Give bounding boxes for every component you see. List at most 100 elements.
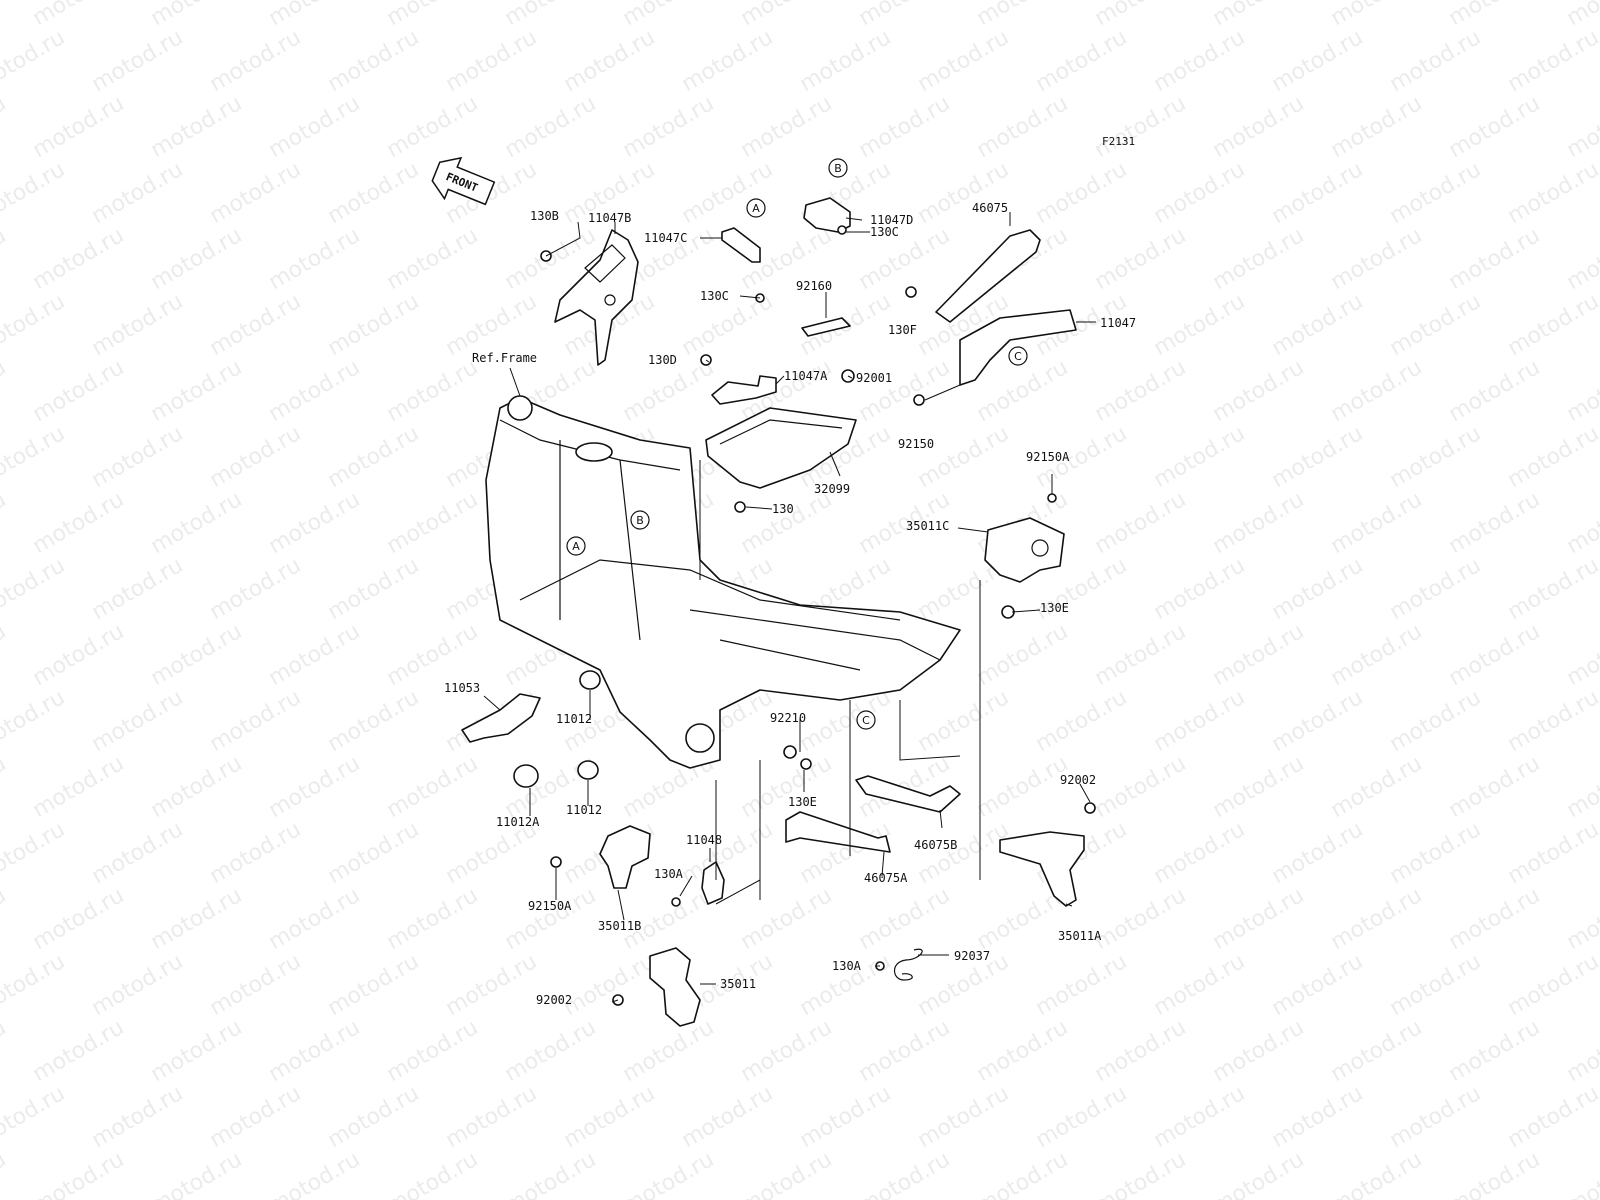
watermark-text: motod.ru xyxy=(973,0,1073,31)
part-label-92160: 92160 xyxy=(796,279,832,293)
watermark-text: motod.ru xyxy=(324,157,424,229)
watermark-text: motod.ru xyxy=(1445,223,1545,295)
watermark-text: motod.ru xyxy=(855,355,955,427)
part-label-92150a-top: 92150A xyxy=(1026,450,1070,464)
watermark-text: motod.ru xyxy=(1563,1015,1600,1087)
watermark-text: motod.ru xyxy=(1386,157,1486,229)
watermark-text: motod.ru xyxy=(147,91,247,163)
watermark-text: motod.ru xyxy=(1150,685,1250,757)
watermark-text: motod.ru xyxy=(1209,1147,1309,1200)
watermark-text: motod.ru xyxy=(383,91,483,163)
circle-ref-c-top: C xyxy=(1008,346,1028,366)
watermark-text: motod.ru xyxy=(1563,223,1600,295)
watermark-text: motod.ru xyxy=(973,751,1073,823)
watermark-text: motod.ru xyxy=(855,0,955,31)
watermark-text: motod.ru xyxy=(737,91,837,163)
watermark-text: motod.ru xyxy=(1032,25,1132,97)
watermark-text: motod.ru xyxy=(383,1147,483,1200)
watermark-text: motod.ru xyxy=(1386,553,1486,625)
watermark-text: motod.ru xyxy=(737,0,837,31)
watermark-text: motod.ru xyxy=(1091,883,1191,955)
watermark-text: motod.ru xyxy=(1445,1147,1545,1200)
watermark-text: motod.ru xyxy=(147,1147,247,1200)
watermark-text: motod.ru xyxy=(29,1147,129,1200)
part-label-92150a-bottom: 92150A xyxy=(528,899,572,913)
watermark-text: motod.ru xyxy=(1386,1081,1486,1153)
watermark-text: motod.ru xyxy=(1386,25,1486,97)
watermark-text: motod.ru xyxy=(206,157,306,229)
watermark-text: motod.ru xyxy=(973,619,1073,691)
watermark-text: motod.ru xyxy=(1563,1147,1600,1200)
watermark-text: motod.ru xyxy=(1445,1015,1545,1087)
watermark-text: motod.ru xyxy=(1268,553,1368,625)
watermark-text: motod.ru xyxy=(1032,949,1132,1021)
watermark-text: motod.ru xyxy=(737,751,837,823)
circle-ref-c-frame-label: C xyxy=(862,714,870,727)
watermark-text: motod.ru xyxy=(1150,25,1250,97)
watermark-text: motod.ru xyxy=(383,223,483,295)
part-label-130e-bottom: 130E xyxy=(788,795,817,809)
part-label-130b: 130B xyxy=(530,209,559,223)
part-label-130a-bottom: 130A xyxy=(832,959,862,973)
watermark-text: motod.ru xyxy=(206,421,306,493)
watermark-text: motod.ru xyxy=(1445,883,1545,955)
watermark-text: motod.ru xyxy=(383,883,483,955)
circle-ref-a-top: A xyxy=(746,198,766,218)
watermark-text: motod.ru xyxy=(1327,883,1427,955)
watermark-text: motod.ru xyxy=(324,25,424,97)
part-label-35011c: 35011C xyxy=(906,519,949,533)
part-label-11047a: 11047A xyxy=(784,369,828,383)
watermark-text: motod.ru xyxy=(1504,421,1600,493)
watermark-text: motod.ru xyxy=(1327,1015,1427,1087)
watermark-text: motod.ru xyxy=(0,25,69,97)
part-label-92001: 92001 xyxy=(856,371,892,385)
watermark-text: motod.ru xyxy=(383,355,483,427)
circle-ref-b-frame: B xyxy=(630,510,650,530)
watermark-text: motod.ru xyxy=(1268,685,1368,757)
part-label-130c: 130C xyxy=(700,289,729,303)
ref-frame-label: Ref.Frame xyxy=(472,351,537,365)
circle-ref-b-top: B xyxy=(828,158,848,178)
watermark-text: motod.ru xyxy=(1209,91,1309,163)
circle-ref-b-frame-label: B xyxy=(636,514,644,527)
watermark-text: motod.ru xyxy=(855,883,955,955)
part-label-11047c: 11047C xyxy=(644,231,687,245)
watermark-text: motod.ru xyxy=(88,25,188,97)
bracket-35011b xyxy=(550,825,651,889)
part-label-11048: 11048 xyxy=(686,833,722,847)
watermark-text: motod.ru xyxy=(1563,355,1600,427)
watermark-text: motod.ru xyxy=(0,487,10,559)
part-label-92002-right: 92002 xyxy=(1060,773,1096,787)
watermark-text: motod.ru xyxy=(1327,355,1427,427)
watermark-text: motod.ru xyxy=(1504,25,1600,97)
watermark-text: motod.ru xyxy=(737,883,837,955)
watermark-text: motod.ru xyxy=(973,91,1073,163)
watermark-text: motod.ru xyxy=(383,1015,483,1087)
watermark-text: motod.ru xyxy=(1268,949,1368,1021)
watermark-text: motod.ru xyxy=(324,421,424,493)
watermark-text: motod.ru xyxy=(1327,0,1427,31)
watermark-text: motod.ru xyxy=(1032,685,1132,757)
part-label-11012a: 11012A xyxy=(496,815,540,829)
watermark-text: motod.ru xyxy=(0,1081,69,1153)
guard-11053 xyxy=(461,693,541,743)
watermark-text: motod.ru xyxy=(29,223,129,295)
watermark-text: motod.ru xyxy=(0,223,10,295)
watermark-text: motod.ru xyxy=(88,553,188,625)
watermark-text: motod.ru xyxy=(0,157,69,229)
watermark-text: motod.ru xyxy=(796,25,896,97)
watermark-text: motod.ru xyxy=(1386,421,1486,493)
watermark-text: motod.ru xyxy=(88,817,188,889)
watermark-text: motod.ru xyxy=(265,223,365,295)
watermark-text: motod.ru xyxy=(1150,553,1250,625)
watermark-text: motod.ru xyxy=(737,1015,837,1087)
watermark-text: motod.ru xyxy=(0,553,69,625)
watermark-text: motod.ru xyxy=(29,619,129,691)
part-label-11012-top: 11012 xyxy=(556,712,592,726)
watermark-text: motod.ru xyxy=(619,91,719,163)
watermark-text: motod.ru xyxy=(1563,91,1600,163)
watermark-text: motod.ru xyxy=(1091,1015,1191,1087)
watermark-text: motod.ru xyxy=(560,25,660,97)
watermark-text: motod.ru xyxy=(0,91,10,163)
